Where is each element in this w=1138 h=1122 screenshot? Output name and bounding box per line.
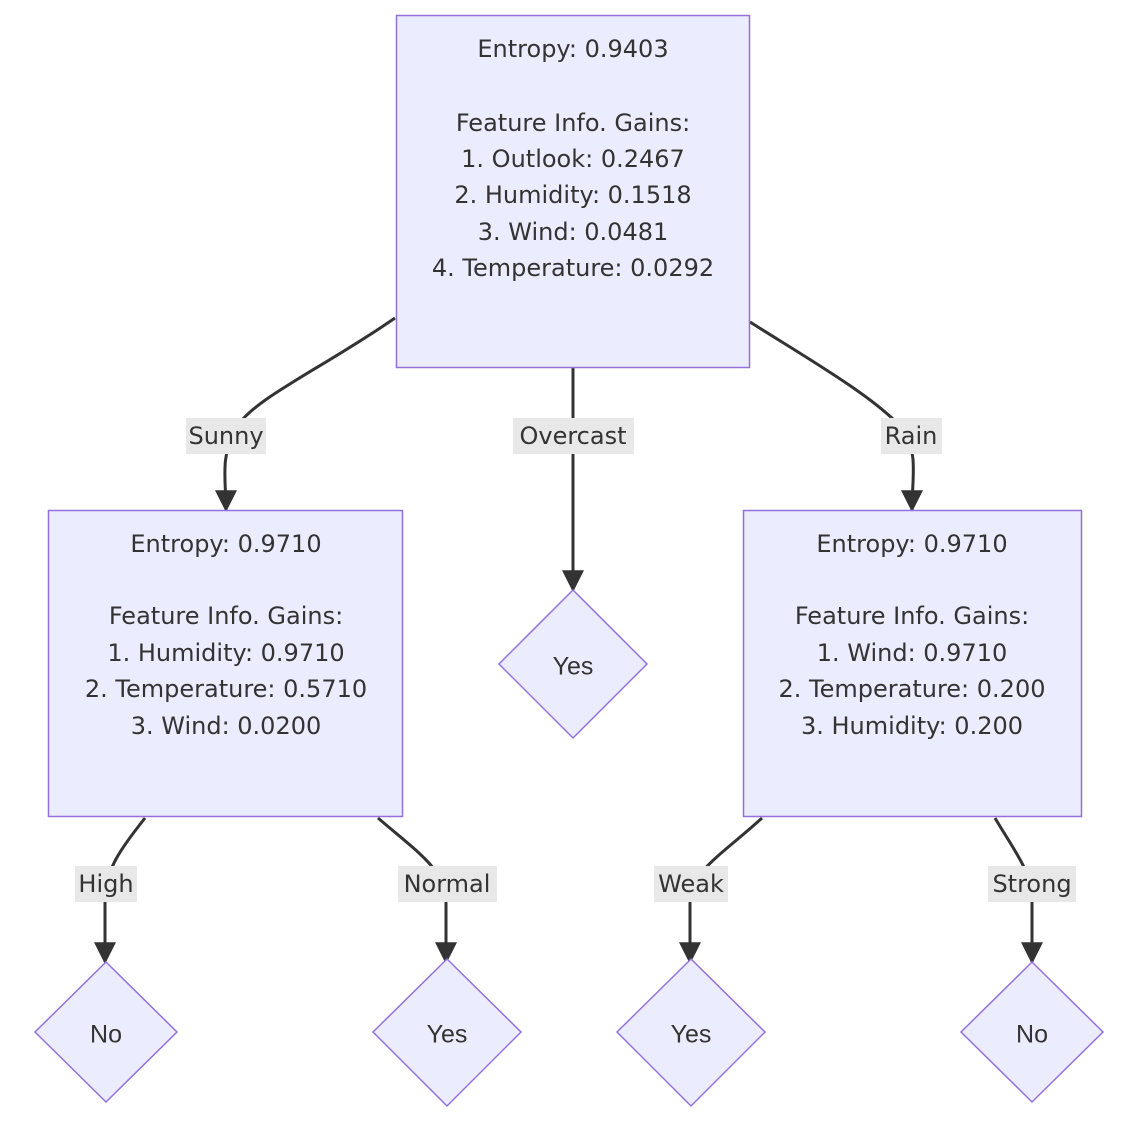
rain-gain-item: 2. Temperature: 0.200 (779, 675, 1046, 703)
leaf-weak: Yes (615, 957, 767, 1108)
root-gains-title: Feature Info. Gains: (456, 109, 690, 137)
root-gain-item: 1. Outlook: 0.2467 (461, 145, 685, 173)
leaf-strong: No (959, 960, 1105, 1104)
rain-gain-item: 3. Humidity: 0.200 (801, 712, 1023, 740)
sunny-gains-title: Feature Info. Gains: (109, 602, 343, 630)
rain-node: Entropy: 0.9710 Feature Info. Gains: 1. … (742, 509, 1083, 818)
edge-label-normal-text: Normal (404, 870, 491, 898)
edge-label-overcast-text: Overcast (519, 422, 626, 450)
leaf-normal: Yes (371, 957, 523, 1108)
edge-root-rain (749, 320, 924, 513)
leaf-high: No (33, 960, 179, 1104)
sunny-node: Entropy: 0.9710 Feature Info. Gains: 1. … (47, 509, 404, 818)
edge-label-overcast: Overcast (513, 418, 634, 454)
rain-entropy: Entropy: 0.9710 (816, 530, 1007, 558)
leaf-overcast-label: Yes (553, 653, 594, 681)
edge-label-strong: Strong (988, 866, 1076, 902)
edge-label-rain-text: Rain (885, 422, 938, 450)
edge-root-sunny (214, 316, 396, 513)
edge-label-weak-text: Weak (658, 870, 724, 898)
edge-label-normal: Normal (398, 866, 497, 902)
edge-label-strong-text: Strong (992, 870, 1071, 898)
sunny-gain-item: 1. Humidity: 0.9710 (107, 639, 344, 667)
root-gain-item: 2. Humidity: 0.1518 (454, 181, 691, 209)
edge-label-sunny: Sunny (186, 418, 266, 454)
leaf-weak-label: Yes (671, 1021, 712, 1049)
edge-label-rain: Rain (881, 418, 942, 454)
root-gain-item: 3. Wind: 0.0481 (478, 218, 669, 246)
rain-gain-item: 1. Wind: 0.9710 (817, 639, 1008, 667)
sunny-gain-item: 3. Wind: 0.0200 (131, 712, 322, 740)
edge-label-high-text: High (78, 870, 133, 898)
leaf-strong-label: No (1016, 1021, 1048, 1049)
root-node: Entropy: 0.9403 Feature Info. Gains: 1. … (395, 14, 751, 369)
leaf-high-label: No (90, 1021, 122, 1049)
root-entropy: Entropy: 0.9403 (477, 35, 668, 63)
edge-label-weak: Weak (654, 866, 728, 902)
leaf-overcast: Yes (497, 588, 649, 740)
root-gain-item: 4. Temperature: 0.0292 (432, 254, 714, 282)
edge-label-sunny-text: Sunny (188, 422, 263, 450)
rain-gains-title: Feature Info. Gains: (795, 602, 1029, 630)
leaf-normal-label: Yes (427, 1021, 468, 1049)
sunny-gain-item: 2. Temperature: 0.5710 (85, 675, 367, 703)
sunny-entropy: Entropy: 0.9710 (130, 530, 321, 558)
edge-label-high: High (75, 866, 137, 902)
